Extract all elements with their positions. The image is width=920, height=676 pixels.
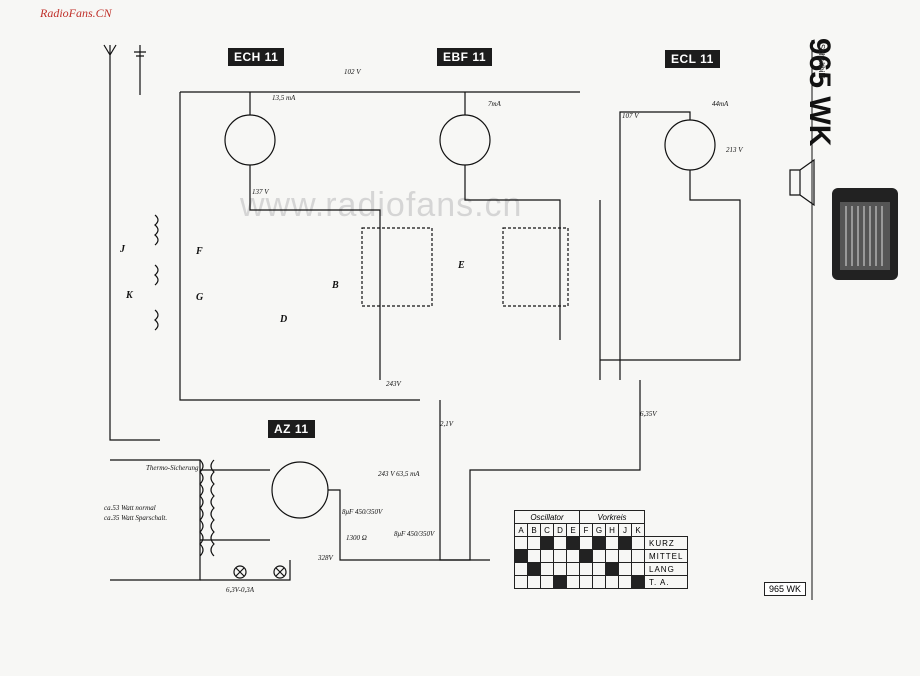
voltage-107: 107 V [622, 112, 639, 120]
col-j: J [618, 523, 632, 537]
col-k: K [631, 523, 645, 537]
switch-label-g: G [196, 292, 204, 303]
watermark-top: RadioFans.CN [40, 6, 112, 20]
switch-label-j: J [120, 244, 125, 255]
voltage-243: 243V [386, 380, 401, 388]
col-e: E [566, 523, 580, 537]
col-g: G [592, 523, 606, 537]
col-f: F [579, 523, 593, 537]
antenna-symbol [103, 44, 117, 95]
switch-label-f: F [196, 246, 203, 257]
voltage-2-1: 2,1V [440, 420, 454, 428]
model-box: 965 WK [764, 582, 807, 596]
band-mittel: MITTEL [644, 549, 688, 563]
page-subtitle: Schaltbild [817, 44, 826, 79]
radio-image [832, 188, 898, 280]
table-head-vorkreis: Vorkreis [579, 510, 645, 524]
switch-label-e: E [458, 260, 465, 271]
ground-symbol [134, 45, 146, 95]
watermark-mid: www.radiofans.cn [240, 186, 523, 224]
voltage-213: 213 V [726, 146, 743, 154]
cap-8uf-b: 8μF 450/350V [394, 530, 435, 538]
switch-label-b: B [332, 280, 339, 291]
voltage-328: 328V [318, 554, 333, 562]
thermo-fuse-label: Thermo-Sicherung [146, 464, 199, 472]
current-13-5: 13,5 mA [272, 94, 296, 102]
voltage-102: 102 V [344, 68, 361, 76]
table-head-oscillator: Oscillator [514, 510, 580, 524]
switch-label-d: D [280, 314, 288, 325]
tube-label-ech11: ECH 11 [228, 48, 285, 66]
power-saving-label: ca.35 Watt Sparschalt. [104, 514, 168, 522]
band-kurz: KURZ [644, 536, 688, 550]
voltage-current-243: 243 V 63,5 mA [378, 470, 420, 478]
voltage-137: 137 V [252, 188, 269, 196]
tube-label-az11: AZ 11 [268, 420, 315, 438]
current-44: 44mA [712, 100, 729, 108]
current-7: 7mA [488, 100, 501, 108]
tube-label-ebf11: EBF 11 [437, 48, 493, 66]
tube-ecl11 [664, 119, 716, 171]
col-a: A [514, 523, 528, 537]
power-normal-label: ca.53 Watt normal [104, 504, 156, 512]
resistor-1300: 1300 Ω [346, 534, 367, 542]
lamp-rating-label: 6,3V-0,3A [226, 586, 254, 594]
band-lang: LANG [644, 562, 688, 576]
tube-label-ecl11: ECL 11 [665, 50, 720, 68]
voltage-6-35: 6,35V [640, 410, 657, 418]
tube-ebf11 [439, 114, 491, 166]
switch-label-k: K [126, 290, 133, 301]
band-ta: T. A. [644, 575, 688, 589]
tube-ech11 [224, 114, 276, 166]
cap-8uf-a: 8μF 450/350V [342, 508, 383, 516]
tube-az11 [271, 461, 329, 519]
col-h: H [605, 523, 619, 537]
col-c: C [540, 523, 554, 537]
col-d: D [553, 523, 567, 537]
col-b: B [527, 523, 541, 537]
switch-table: Oscillator Vorkreis A B C D E F G H J K … [514, 510, 688, 589]
